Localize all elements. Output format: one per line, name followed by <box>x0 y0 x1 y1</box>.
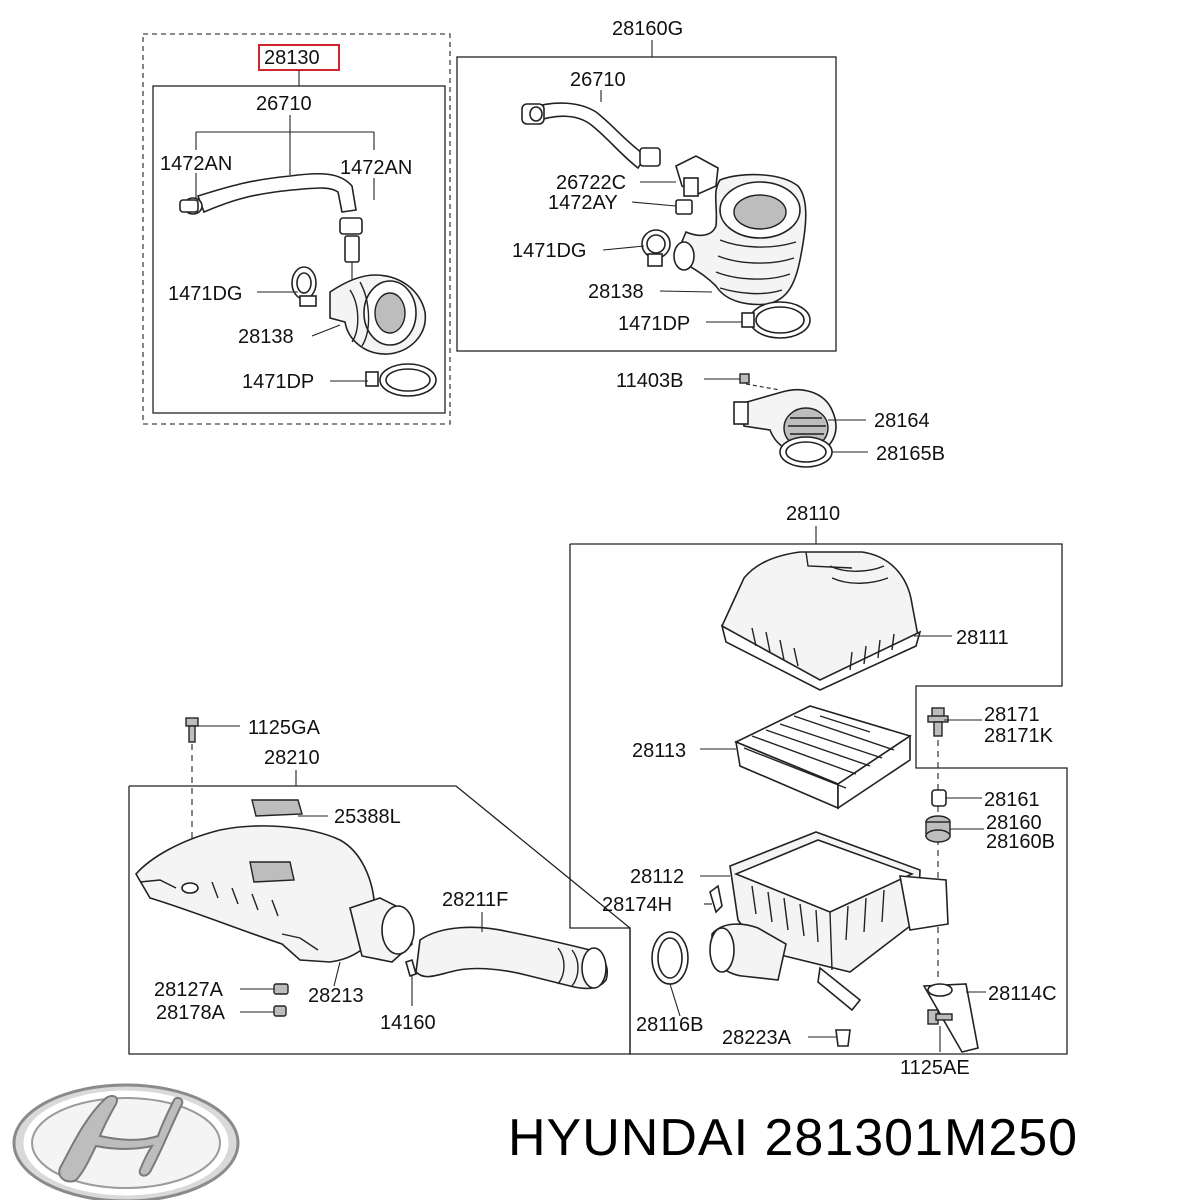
label-28113: 28113 <box>632 740 686 762</box>
label-26710-b: 26710 <box>570 69 626 91</box>
label-26710-a: 26710 <box>256 93 312 115</box>
breather-hose-26710-a <box>179 172 357 215</box>
hose-clamp-1471DG-b <box>641 229 671 267</box>
label-25388L <box>251 799 303 817</box>
hyundai-logo-icon <box>12 1083 240 1200</box>
brand-name: HYUNDAI <box>508 1109 750 1167</box>
label-28116B: 28116B <box>636 1014 703 1036</box>
hose-clamp-1471DP-a <box>365 363 437 397</box>
air-cleaner-body-28112 <box>729 831 949 1012</box>
label-1471DP-b: 1471DP <box>618 313 690 335</box>
label-28160B: 28160B <box>986 831 1055 853</box>
collar-28178A <box>273 1005 287 1017</box>
label-28110: 28110 <box>786 503 840 525</box>
label-1472AY: 1472AY <box>548 192 618 214</box>
label-1471DG-a: 1471DG <box>168 283 243 305</box>
assembly-28210-frame <box>128 785 631 1055</box>
brand-part-number-text: HYUNDAI 281301M250 <box>508 1108 1188 1178</box>
resonator-28213 <box>349 897 415 963</box>
label-28165B: 28165B <box>876 443 945 465</box>
assembly-28160G-frame <box>456 56 837 352</box>
screw-11403B <box>739 373 750 384</box>
hose-clamp-1471DP-b <box>741 301 811 339</box>
label-28160: 28160 <box>986 812 1042 834</box>
label-28213: 28213 <box>308 985 364 1007</box>
label-28211F: 28211F <box>442 889 508 911</box>
label-28223A: 28223A <box>722 1027 792 1049</box>
air-intake-duct-28210 <box>135 825 375 963</box>
label-28111: 28111 <box>956 627 1009 649</box>
air-duct-adapter <box>709 923 787 981</box>
label-1472AN-a: 1472AN <box>160 153 232 175</box>
intake-hose-28211F <box>415 926 608 990</box>
label-28161: 28161 <box>984 789 1040 811</box>
label-11403B: 11403B <box>616 370 683 392</box>
hose-clamp-1471DG-a <box>291 266 317 307</box>
bolt-1125GA <box>185 717 199 743</box>
clamp-28116B <box>651 931 689 985</box>
air-duct-28138-a <box>329 274 427 355</box>
label-28138-b: 28138 <box>588 281 644 303</box>
label-26722C: 26722C <box>556 172 626 194</box>
label-1125GA: 1125GA <box>248 717 321 739</box>
assembly-28130-dashed-frame <box>142 33 451 425</box>
breather-hose-26710-b <box>521 102 661 170</box>
label-25388L: 25388L <box>334 806 401 828</box>
label-28112: 28112 <box>630 866 684 888</box>
label-28171K: 28171K <box>984 725 1054 747</box>
bolt-28171 <box>927 707 949 737</box>
gasket-28165B <box>779 436 833 468</box>
part-number: 281301M250 <box>764 1109 1079 1167</box>
clamp-1472AY <box>675 199 693 215</box>
assembly-28110-frame <box>569 543 1068 1055</box>
pcv-connector-26722C <box>675 155 719 197</box>
label-28174H: 28174H <box>602 894 672 916</box>
label-28130: 28130 <box>264 47 320 69</box>
air-cleaner-cover-28111 <box>720 551 922 691</box>
bushing-28161 <box>931 789 947 807</box>
label-1471DG-b: 1471DG <box>512 240 587 262</box>
label-28160G: 28160G <box>612 18 683 40</box>
drain-valve-28223A <box>835 1029 851 1047</box>
bolt-1125AE <box>927 1009 953 1025</box>
label-28138-a: 28138 <box>238 326 294 348</box>
label-1472AN-b: 1472AN <box>340 157 412 179</box>
air-duct-28138-b <box>673 173 807 306</box>
label-28210: 28210 <box>264 747 320 769</box>
clip-14160 <box>405 958 417 978</box>
label-28164: 28164 <box>874 410 930 432</box>
label-28178A: 28178A <box>156 1002 226 1024</box>
air-filter-element-28113 <box>734 705 912 810</box>
grommet-28160 <box>925 815 951 843</box>
label-28127A: 28127A <box>154 979 224 1001</box>
label-28114C: 28114C <box>988 983 1057 1005</box>
label-1125AE: 1125AE <box>900 1057 970 1079</box>
bracket-28174H <box>709 884 723 914</box>
grommet-28127A <box>273 983 289 995</box>
label-14160: 14160 <box>380 1012 436 1034</box>
label-1471DP-a: 1471DP <box>242 371 314 393</box>
clamp-1472AN-right <box>339 217 363 288</box>
label-28171: 28171 <box>984 704 1040 726</box>
